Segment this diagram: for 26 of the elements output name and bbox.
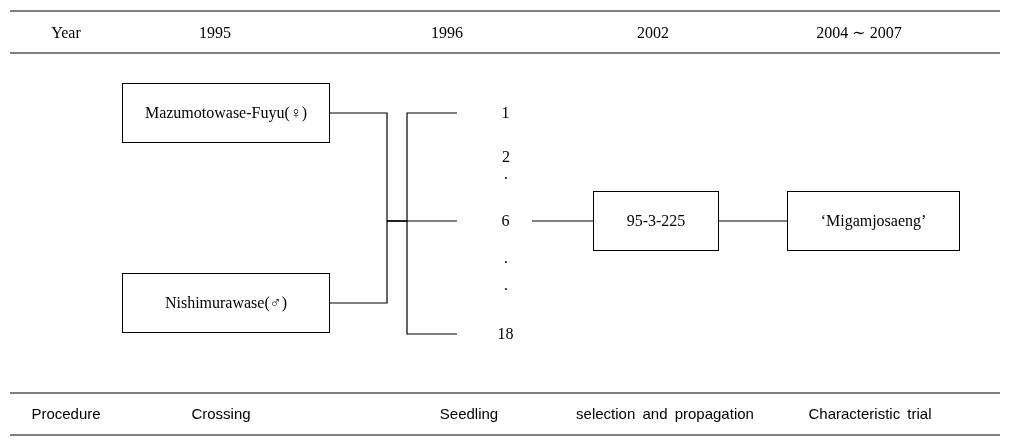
connector-line bbox=[386, 220, 458, 335]
ellipsis-dot: · bbox=[503, 170, 509, 188]
seedling-number: 6 bbox=[457, 211, 532, 231]
connector-line bbox=[329, 112, 388, 222]
year-label: 2004 ∼ 2007 bbox=[816, 24, 902, 42]
connector-line bbox=[531, 220, 594, 222]
stage-label: selection and propagation bbox=[576, 405, 754, 423]
parent-box: Nishimurawase(♂) bbox=[122, 273, 330, 333]
selection-box: 95-3-225 bbox=[593, 191, 719, 251]
stage-label: Seedling bbox=[439, 405, 499, 423]
year-label: 1996 bbox=[431, 24, 463, 42]
stage-label: Characteristic trial bbox=[808, 405, 932, 423]
year-label: 2002 bbox=[637, 24, 669, 42]
connector-line bbox=[329, 220, 388, 304]
row-heading: Procedure bbox=[31, 405, 101, 423]
ellipsis-dot: · bbox=[503, 281, 509, 299]
cultivar-box: ‘Migamjosaeng’ bbox=[787, 191, 960, 251]
year-label: 1995 bbox=[199, 24, 231, 42]
seedling-number: 1 bbox=[457, 103, 532, 123]
stage-label: Crossing bbox=[191, 405, 251, 423]
ellipsis-dot: · bbox=[503, 254, 509, 272]
connector-line bbox=[718, 220, 788, 222]
row-heading: Year bbox=[51, 24, 81, 42]
seedling-number: 18 bbox=[457, 324, 532, 344]
seedling-number: 2 bbox=[502, 148, 510, 166]
parent-box: Mazumotowase-Fuyu(♀) bbox=[122, 83, 330, 143]
